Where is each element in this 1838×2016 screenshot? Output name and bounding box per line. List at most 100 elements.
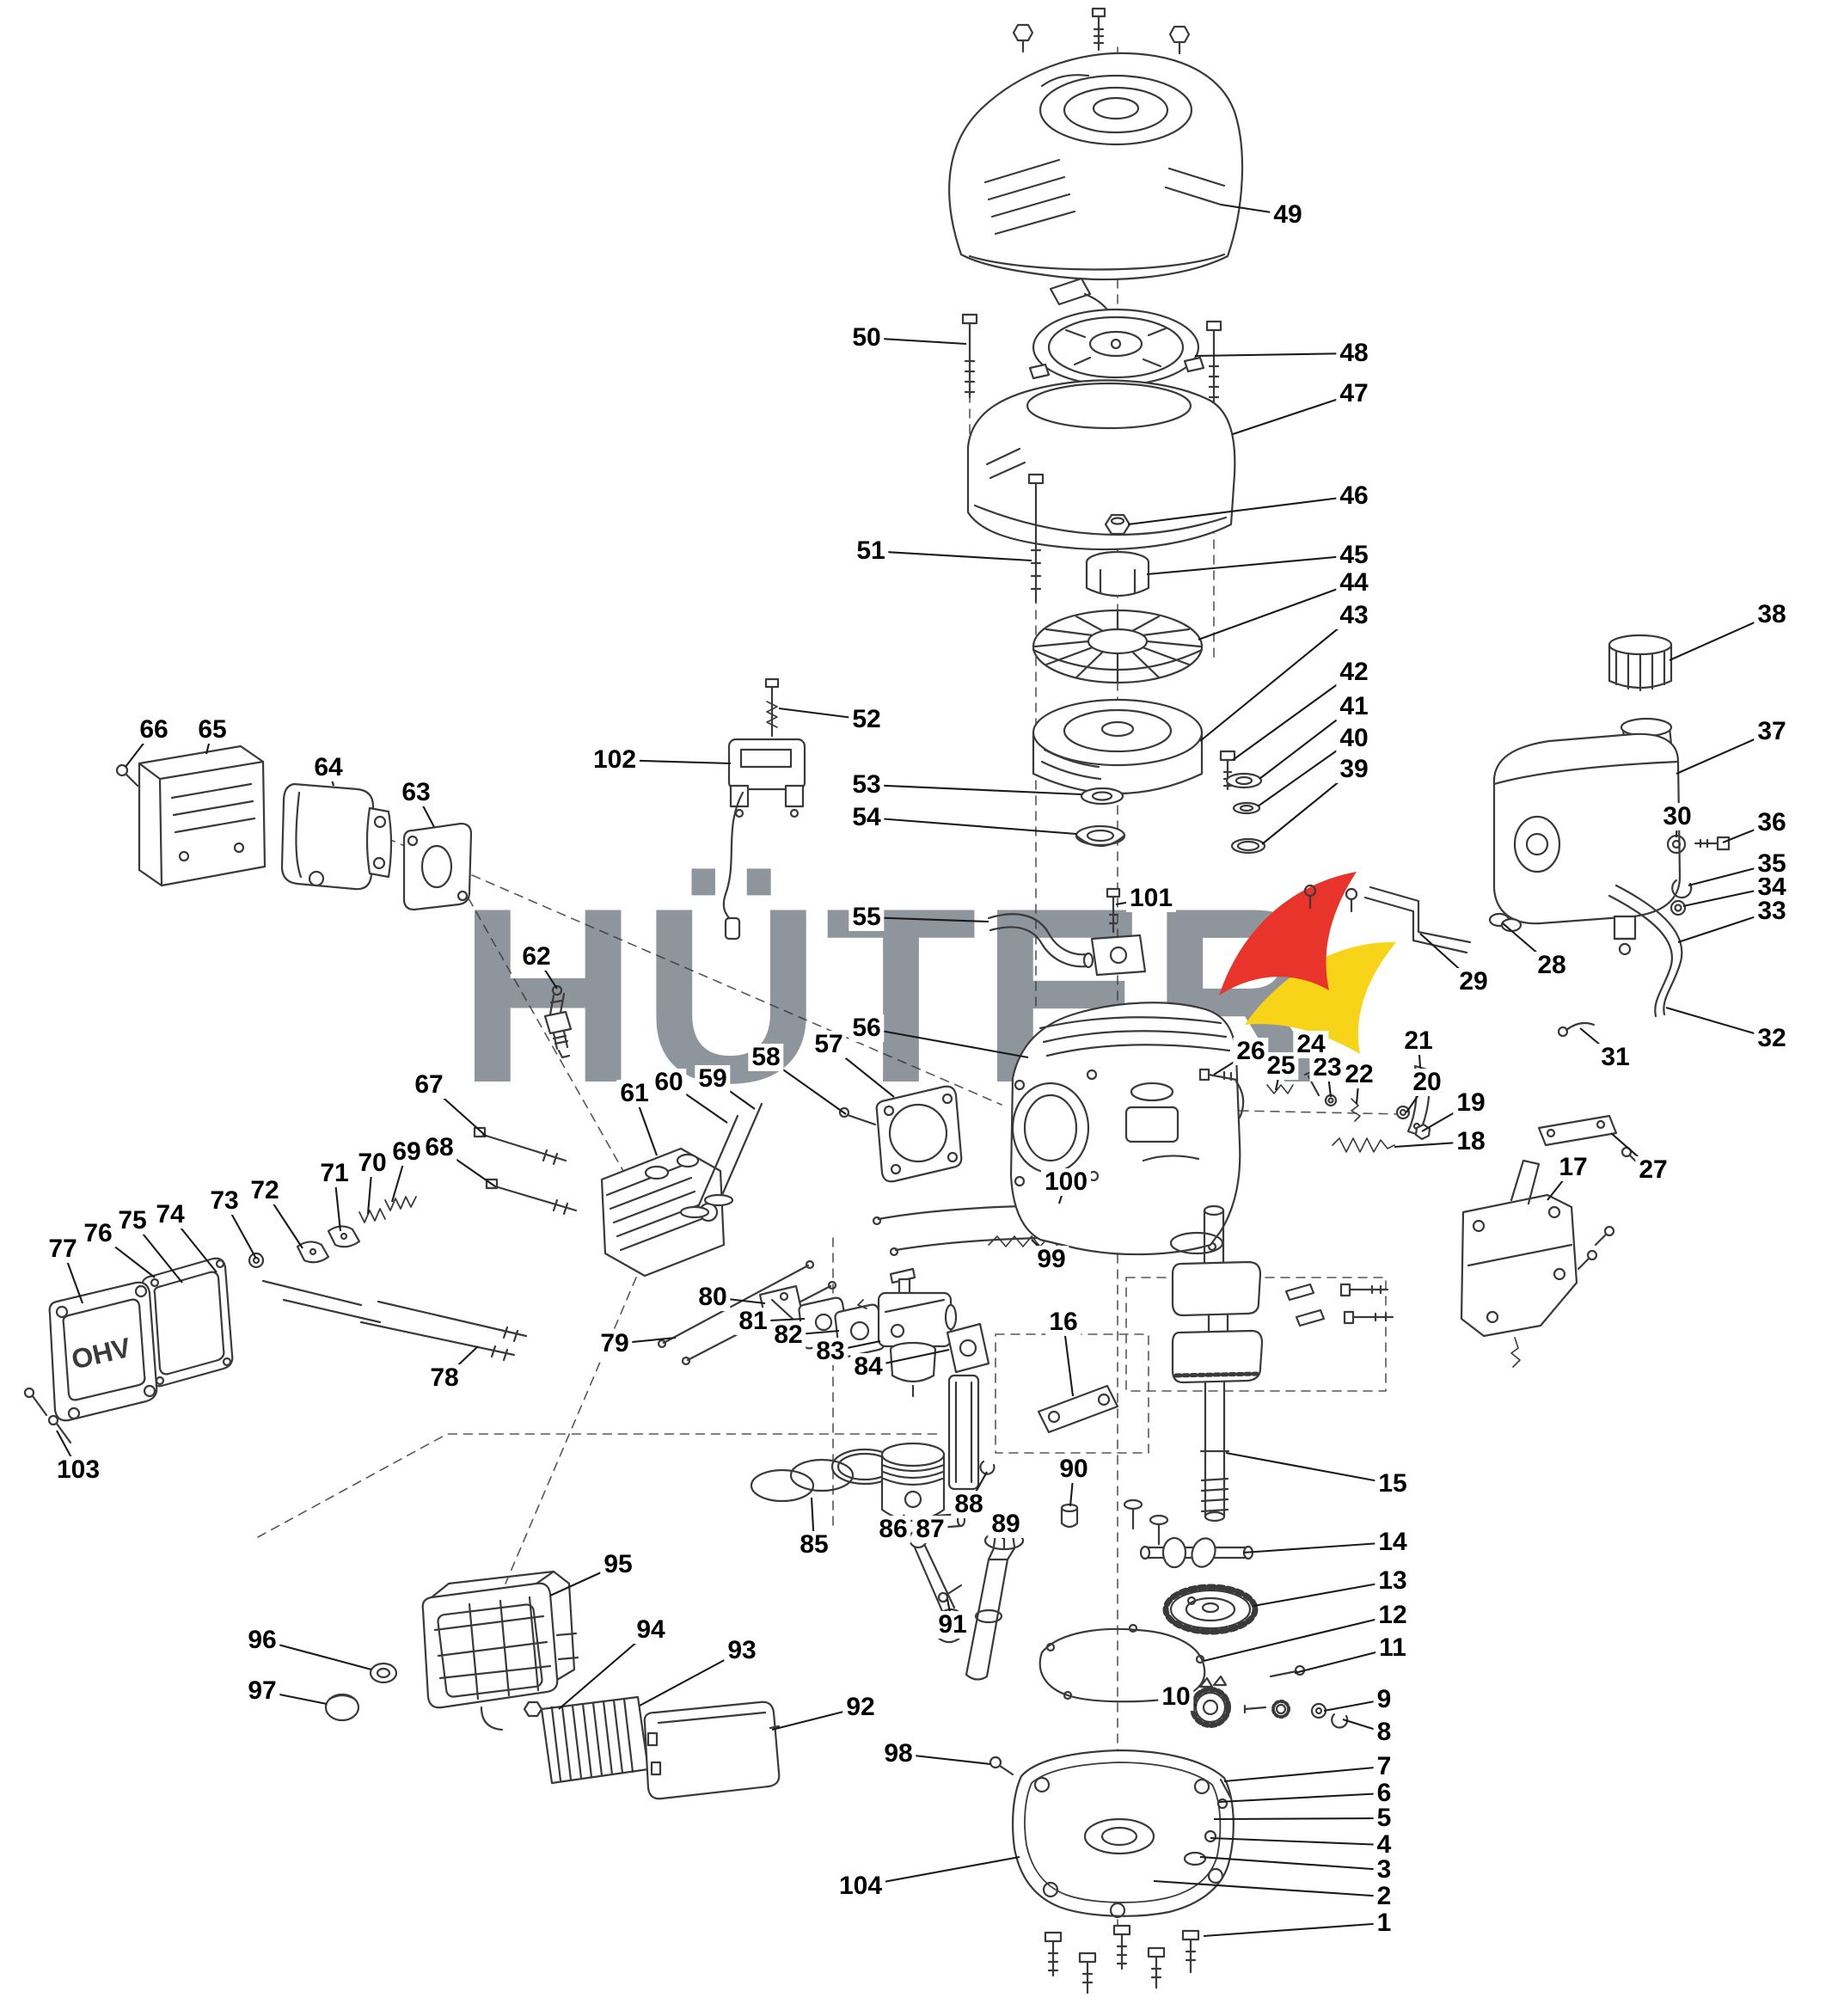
leader-line-14 [1242, 1541, 1394, 1554]
part-label-58: 58 [748, 1044, 784, 1071]
part-label-7: 7 [1373, 1753, 1395, 1780]
part-label-20: 20 [1409, 1069, 1445, 1096]
filter-cover [643, 1700, 781, 1800]
part-label-24: 24 [1293, 1031, 1329, 1058]
part-label-97: 97 [244, 1677, 280, 1705]
leader-line-51 [870, 549, 1032, 562]
part-label-68: 68 [421, 1134, 457, 1161]
intake-tube [947, 1374, 980, 1491]
leader-line-15 [1225, 1451, 1394, 1486]
part-label-70: 70 [354, 1149, 390, 1177]
part-label-17: 17 [1555, 1154, 1591, 1181]
part-label-73: 73 [206, 1187, 242, 1215]
washer-and-bearing [1075, 787, 1126, 847]
part-label-104: 104 [835, 1872, 886, 1900]
leader-line-104 [860, 1855, 1020, 1888]
part-label-77: 77 [45, 1235, 81, 1263]
part-label-59: 59 [695, 1065, 731, 1093]
part-label-10: 10 [1158, 1683, 1194, 1711]
part-label-39: 39 [1336, 756, 1372, 783]
cover-bolts [23, 1387, 72, 1444]
part-label-2: 2 [1373, 1883, 1395, 1910]
camshaft [1123, 1498, 1254, 1569]
part-label-48: 48 [1336, 340, 1372, 367]
ignition-coil [722, 677, 806, 941]
part-label-15: 15 [1375, 1470, 1411, 1498]
flywheel-small-parts [1219, 750, 1266, 855]
part-label-83: 83 [812, 1338, 849, 1365]
leader-line-55 [866, 916, 989, 923]
part-label-90: 90 [1056, 1455, 1092, 1483]
leader-line-6 [1218, 1792, 1385, 1804]
leader-line-53 [866, 783, 1082, 796]
part-label-28: 28 [1534, 952, 1570, 979]
part-label-29: 29 [1455, 968, 1492, 996]
governor-gear [1190, 1664, 1349, 1729]
part-label-82: 82 [770, 1321, 806, 1349]
case-screw [989, 1756, 1014, 1776]
part-label-103: 103 [52, 1456, 104, 1484]
valves [679, 1102, 763, 1219]
leader-line-96 [261, 1639, 372, 1671]
part-label-53: 53 [849, 771, 885, 799]
part-label-102: 102 [589, 746, 640, 774]
part-label-46: 46 [1336, 482, 1372, 510]
part-label-32: 32 [1754, 1025, 1790, 1052]
top-cover [948, 52, 1244, 281]
part-label-92: 92 [842, 1694, 879, 1721]
crankshaft [1171, 1204, 1264, 1523]
carb-spacer [946, 1322, 990, 1374]
leader-line-43 [1199, 615, 1355, 742]
part-label-34: 34 [1754, 873, 1790, 901]
part-label-80: 80 [695, 1284, 731, 1311]
part-label-100: 100 [1040, 1168, 1092, 1196]
part-label-35: 35 [1754, 850, 1790, 878]
part-label-63: 63 [398, 779, 434, 806]
part-label-26: 26 [1233, 1038, 1269, 1065]
muffler-gasket [402, 822, 473, 911]
leader-line-54 [866, 816, 1077, 836]
part-label-9: 9 [1373, 1686, 1395, 1713]
part-label-31: 31 [1597, 1044, 1633, 1071]
part-label-23: 23 [1309, 1054, 1345, 1082]
part-label-41: 41 [1336, 693, 1372, 720]
case-bolts [1044, 1924, 1200, 1995]
flywheel [1032, 698, 1204, 794]
huter-watermark: HÜTER [458, 856, 1396, 1135]
leader-line-48 [1194, 352, 1355, 358]
end-cap [324, 1693, 360, 1722]
valve-cover: OHV [48, 1281, 158, 1422]
leader-line-13 [1253, 1579, 1394, 1608]
long-bolt [1027, 473, 1045, 604]
part-label-87: 87 [912, 1516, 948, 1543]
part-label-99: 99 [1033, 1246, 1069, 1273]
leader-line-1 [1203, 1921, 1385, 1938]
part-label-16: 16 [1045, 1308, 1081, 1336]
part-label-85: 85 [796, 1531, 832, 1559]
part-label-25: 25 [1263, 1052, 1299, 1080]
tank-bracket [1303, 884, 1522, 954]
part-label-76: 76 [80, 1220, 116, 1247]
part-label-11: 11 [1375, 1634, 1410, 1662]
part-label-60: 60 [651, 1069, 687, 1096]
top-fastener-nuts [1012, 7, 1191, 55]
part-label-49: 49 [1270, 201, 1306, 229]
leader-line-44 [1198, 582, 1355, 640]
starter-cup [1085, 550, 1150, 597]
part-label-101: 101 [1125, 885, 1177, 912]
part-label-27: 27 [1635, 1156, 1671, 1184]
part-label-88: 88 [951, 1491, 987, 1518]
muffler [280, 782, 393, 891]
fuel-line-parts [1557, 834, 1731, 1038]
part-label-51: 51 [853, 537, 889, 565]
part-label-54: 54 [849, 804, 885, 831]
part-label-81: 81 [735, 1308, 771, 1335]
part-label-62: 62 [518, 943, 554, 971]
leader-line-3 [1199, 1855, 1385, 1872]
part-label-40: 40 [1336, 725, 1372, 752]
part-label-61: 61 [616, 1080, 652, 1107]
part-label-38: 38 [1754, 601, 1790, 628]
crankcase-cover [1011, 1749, 1235, 1919]
watermark-flame-red-icon [1219, 872, 1357, 996]
